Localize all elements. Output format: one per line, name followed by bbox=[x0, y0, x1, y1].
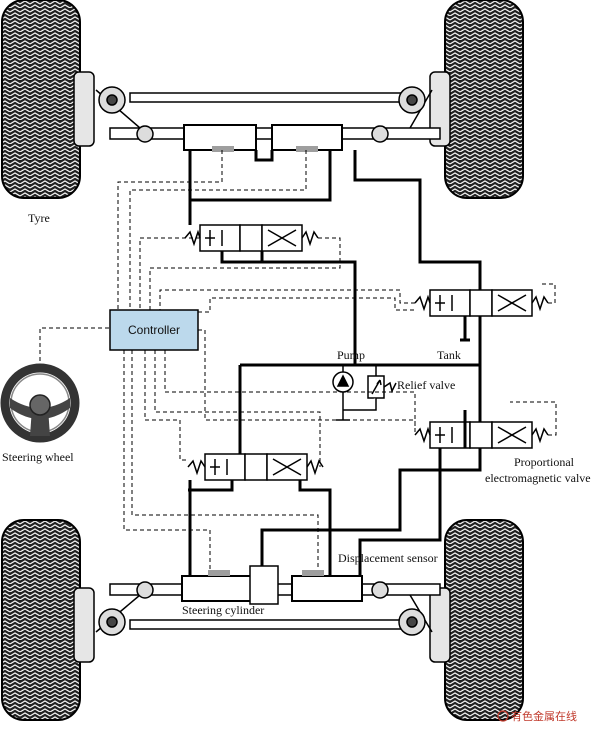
controller: Controller bbox=[109, 309, 199, 351]
front-steering-cylinder bbox=[183, 124, 343, 152]
tyre-front-right bbox=[429, 0, 524, 199]
proportional-valve-lower bbox=[414, 421, 549, 449]
displacement-sensor-label: Displacement sensor bbox=[338, 551, 438, 565]
watermark-text: 有色金属在线 bbox=[511, 709, 577, 723]
valve-rear bbox=[187, 453, 324, 481]
controller-label: Controller bbox=[128, 323, 180, 337]
control-lines bbox=[39, 150, 557, 570]
watermark: 有色金属在线 bbox=[497, 709, 577, 723]
rear-sensor-left bbox=[208, 570, 230, 576]
tyre-front-left bbox=[1, 0, 95, 199]
proportional-valve-upper bbox=[414, 289, 549, 317]
steering-cylinder-label: Steering cylinder bbox=[182, 603, 264, 617]
tyre-rear-left bbox=[1, 519, 95, 721]
tyre-rear-right bbox=[429, 519, 524, 721]
steering-wheel bbox=[0, 363, 80, 443]
hydraulic-lines bbox=[188, 150, 482, 576]
front-sensor-right bbox=[296, 146, 318, 152]
pump bbox=[332, 365, 354, 421]
front-sensor-left bbox=[212, 146, 234, 152]
steering-wheel-label: Steering wheel bbox=[2, 450, 74, 464]
relief-valve bbox=[343, 365, 397, 411]
front-axle bbox=[95, 86, 441, 143]
pump-label: Pump bbox=[337, 348, 365, 362]
tyre-label: Tyre bbox=[28, 211, 50, 225]
rear-sensor-right bbox=[302, 570, 324, 576]
proportional-valve-label-line1: Proportional bbox=[514, 455, 575, 469]
valve-front bbox=[184, 224, 319, 252]
proportional-valve-label-line2: electromagnetic valve bbox=[485, 471, 591, 485]
tank-label: Tank bbox=[437, 348, 461, 362]
rear-steering-cylinder bbox=[181, 565, 363, 605]
relief-valve-label: Relief valve bbox=[397, 378, 455, 392]
